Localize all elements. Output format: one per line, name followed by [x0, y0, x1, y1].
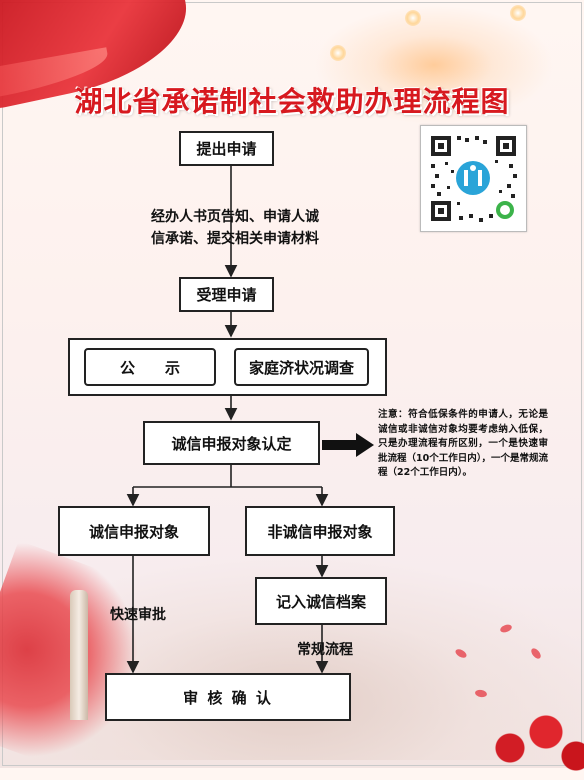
step-apply: 提出申请 [179, 131, 274, 166]
label-materials-line1: 经办人书页告知、申请人诚 [151, 209, 319, 225]
light-spot-decoration [330, 45, 346, 61]
label-materials: 经办人书页告知、申请人诚 信承诺、提交相关申请材料 [100, 206, 370, 250]
step-honest: 诚信申报对象 [58, 506, 210, 556]
light-glow-decoration [314, 5, 554, 125]
label-materials-line2: 信承诺、提交相关申请材料 [151, 231, 319, 247]
red-flowers-decoration [474, 700, 584, 780]
page-frame [2, 2, 582, 766]
step-non-honest: 非诚信申报对象 [245, 506, 395, 556]
light-spot-decoration [510, 5, 526, 21]
step-survey: 家庭济状况调查 [234, 348, 369, 386]
label-fast-approval: 快速审批 [110, 607, 166, 623]
step-record: 记入诚信档案 [255, 577, 387, 625]
qr-code-icon [420, 125, 527, 232]
label-regular-process: 常规流程 [297, 642, 353, 658]
step-accept: 受理申请 [179, 277, 274, 312]
arrow-identify-to-note [322, 433, 374, 457]
light-spot-decoration [405, 10, 421, 26]
note-text: 注意：符合低保条件的申请人，无论是诚信或非诚信对象均要考虑纳入低保，只是办理流程… [378, 409, 548, 478]
page-title: 湖北省承诺制社会救助办理流程图 [74, 85, 510, 118]
huabiao-pillar-decoration [70, 590, 88, 720]
step-identify: 诚信申报对象认定 [143, 421, 320, 465]
step-publicize: 公 示 [84, 348, 216, 386]
step-confirm: 审 核 确 认 [105, 673, 351, 721]
